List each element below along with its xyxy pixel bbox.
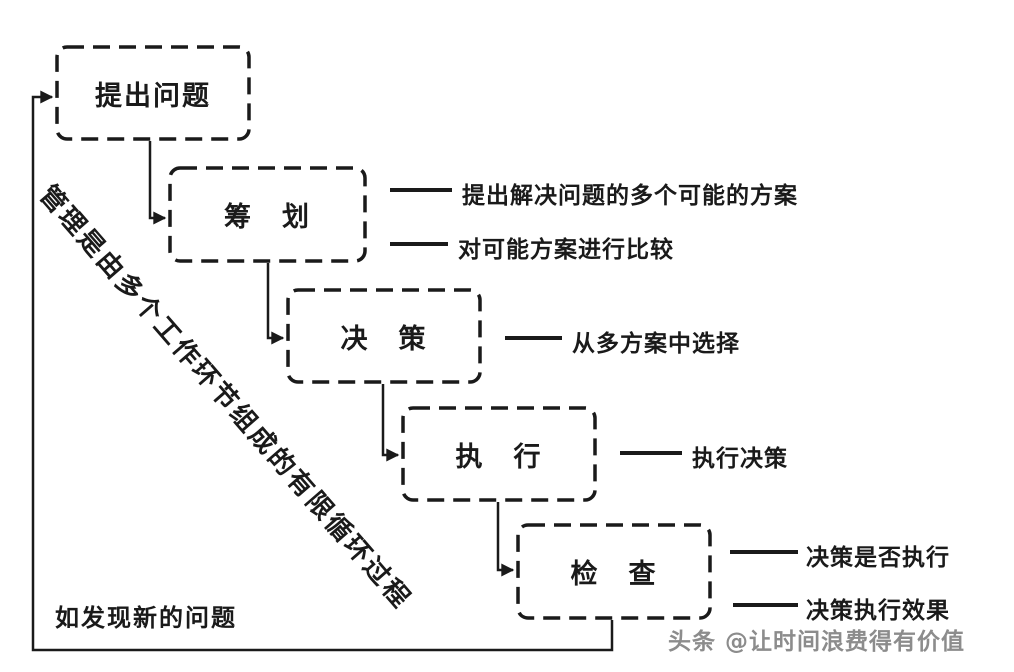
annotation-planning-1: 提出解决问题的多个可能的方案: [462, 183, 798, 209]
box-check: 检 查: [570, 559, 658, 590]
box-decision: 决 策: [340, 323, 428, 355]
annotation-check-2: 决策执行效果: [806, 598, 950, 624]
watermark-text: 头条 @让时间浪费得有价值: [668, 629, 966, 655]
feedback-note: 如发现新的问题: [55, 604, 237, 632]
connector-planning-to-decision: [266, 263, 285, 345]
box-outline-raise-problem: [55, 45, 251, 141]
box-planning: 筹 划: [224, 202, 311, 233]
connector-decision-to-execution: [381, 384, 400, 462]
connector-execution-to-check: [496, 502, 515, 577]
feedback-loop-line: [31, 90, 614, 652]
annotation-planning-2: 对可能方案进行比较: [458, 237, 674, 263]
annotation-execution: 执行决策: [692, 446, 788, 472]
annotation-check-1: 决策是否执行: [806, 545, 950, 571]
box-outline-decision: [286, 288, 482, 384]
box-raise-problem: 提出问题: [95, 80, 211, 112]
connector-problem-to-planning: [148, 141, 167, 225]
box-execution: 执 行: [455, 441, 543, 473]
box-outline-execution: [401, 406, 597, 502]
box-outline-check: [516, 523, 712, 620]
box-outline-planning: [168, 166, 367, 263]
annotation-decision: 从多方案中选择: [572, 331, 740, 357]
